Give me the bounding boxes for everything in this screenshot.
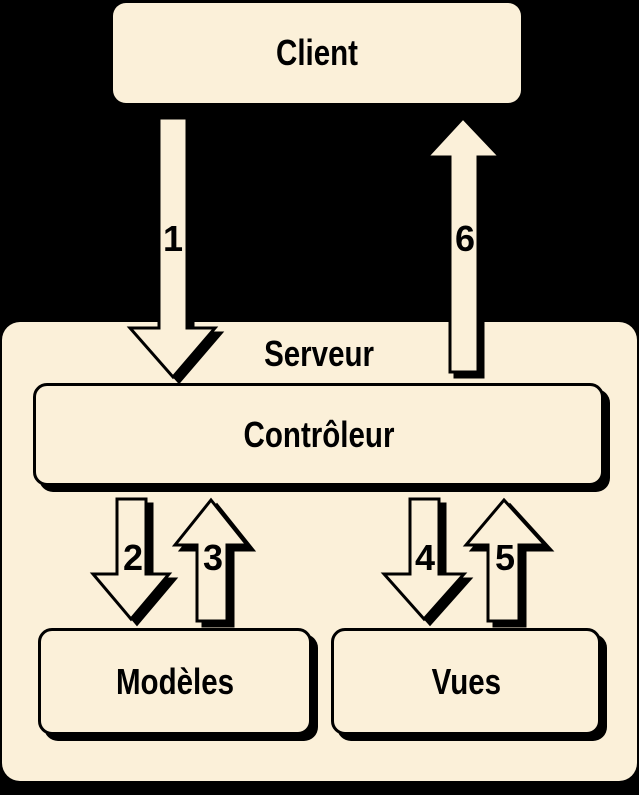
client-label: Client (275, 32, 358, 73)
vues-node: Vues (331, 628, 601, 735)
vues-label: Vues (431, 660, 501, 702)
arrow-1-number: 1 (162, 218, 184, 259)
arrow-3-modeles-to-controleur (171, 497, 257, 628)
arrow-5-number: 5 (494, 537, 516, 578)
controleur-node: Contrôleur (33, 383, 604, 486)
arrow-2-number: 2 (122, 537, 144, 578)
client-node: Client (113, 3, 521, 103)
modeles-label: Modèles (115, 660, 235, 702)
serveur-label-text: Serveur (264, 333, 375, 374)
arrow-2-controleur-to-modeles (89, 497, 179, 627)
arrow-3-number: 3 (202, 537, 224, 578)
controleur-label: Contrôleur (243, 413, 394, 455)
arrow-4-number: 4 (414, 537, 436, 578)
arrow-5-vues-to-controleur (462, 497, 555, 628)
arrow-1-client-to-controleur (126, 116, 225, 385)
arrow-6-controleur-to-client (423, 115, 509, 379)
modeles-node: Modèles (38, 628, 312, 735)
serveur-label: Serveur (0, 334, 639, 382)
arrow-6-number: 6 (454, 218, 476, 259)
arrow-4-controleur-to-vues (380, 497, 474, 627)
